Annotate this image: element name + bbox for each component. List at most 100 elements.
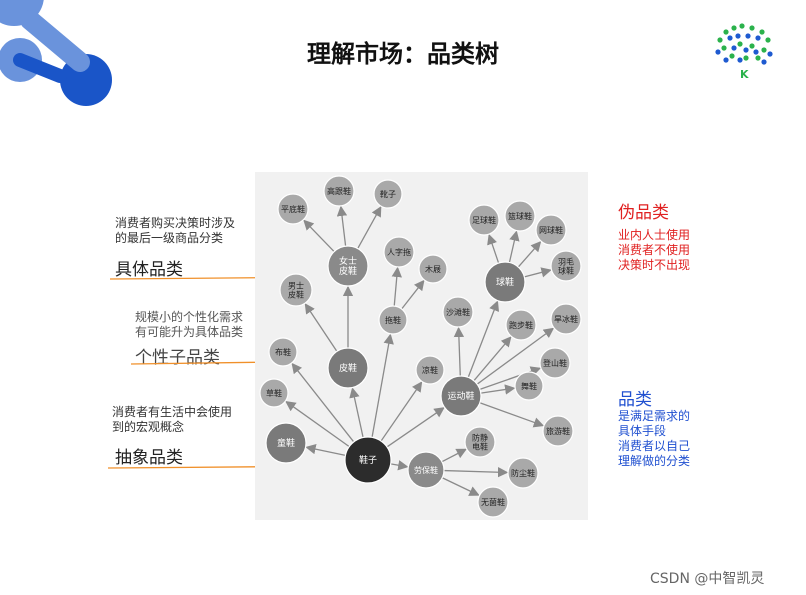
tree-node-ball: 球鞋 [484,261,526,303]
tree-node-label: 皮鞋 [288,289,304,299]
tree-node-label: 防静 [472,432,488,442]
tree-edge-leather-men [304,303,338,352]
tree-edge-root-straw [285,400,350,448]
tree-edge-root-labor [390,460,409,471]
desc-line: 的最后一级商品分类 [115,231,224,245]
tree-node-label: 拖鞋 [385,315,401,325]
specific-category-desc: 消费者购买决策时涉及 的最后一级商品分类 [115,216,235,246]
tree-node-labor: 劳保鞋 [407,451,445,489]
tree-node-clog: 木屐 [418,254,448,284]
tree-node-cloth: 布鞋 [268,337,298,367]
tree-node-label: 球鞋 [496,276,514,288]
abstract-category-desc: 消费者有生活中会使用 到的宏观概念 [112,405,232,435]
desc-line: 到的宏观概念 [112,420,185,434]
tree-node-label: 布鞋 [275,347,291,357]
desc-line: 消费者购买决策时涉及 [115,216,236,230]
tree-edge-root-slipper [371,333,394,438]
watermark: CSDN @中智凯灵 [650,571,765,587]
tree-node-label: 女士 [339,255,357,267]
tree-node-label: 旅游鞋 [546,426,570,436]
page-title: 理解市场：品类树 [307,40,499,68]
abstract-category-label: 抽象品类 [115,448,183,468]
category-desc-line: 具体手段 [618,424,667,438]
tree-node-beach: 沙滩鞋 [442,296,474,328]
category-desc-line: 是满足需求的 [618,409,691,423]
tree-node-leather: 皮鞋 [327,347,369,389]
tree-node-sterile: 无菌鞋 [477,486,509,518]
tree-edge-sport-beach [453,326,465,377]
tree-node-dustproof: 防尘鞋 [507,457,539,489]
desc-line: 规模小的个性化需求 [135,310,244,324]
tree-edge-women-heel [336,205,348,247]
tree-node-sport: 运动鞋 [440,375,482,417]
tree-node-root: 鞋子 [344,436,392,484]
tree-edge-slipper-herringbone [391,266,402,307]
fake-category-title: 伪品类 [618,203,669,223]
tree-node-label: 网球鞋 [539,225,563,235]
tree-node-label: 羽毛 [558,256,574,266]
category-desc-line: 消费者以自己 [618,439,691,453]
tree-node-skate: 旱冰鞋 [550,303,582,335]
tree-edge-sport-running [473,336,512,382]
tree-node-label: 足球鞋 [472,215,496,225]
tree-node-label: 防尘鞋 [511,468,535,478]
tree-node-travel: 旅游鞋 [542,415,574,447]
tree-node-dance: 舞鞋 [514,371,544,401]
tree-edge-sport-skate [476,327,555,385]
tree-node-football: 足球鞋 [468,204,500,236]
tree-node-label: 木屐 [425,264,441,274]
tree-edge-sport-dance [480,384,516,395]
brand-logo-left [0,0,112,106]
specific-category-label: 具体品类 [115,260,183,280]
tree-node-label: 篮球鞋 [508,211,532,221]
category-tree-diagram: 鞋子皮鞋运动鞋劳保鞋童鞋草鞋布鞋拖鞋凉鞋女士皮鞋男士皮鞋平底鞋高跟鞋靴子人字拖木… [255,172,588,520]
tree-node-kids: 童鞋 [265,422,307,464]
tree-edge-ball-football [487,233,500,264]
tree-node-label: 运动鞋 [447,390,474,402]
tree-edge-labor-sterile [441,477,480,496]
fake-desc-line: 消费者不使用 [618,243,691,257]
fake-desc-line: 业内人士使用 [618,228,691,242]
tree-edge-ball-basketball [508,230,520,263]
tree-node-label: 凉鞋 [422,365,438,375]
tree-node-label: 旱冰鞋 [554,314,578,324]
tree-node-label: 皮鞋 [339,265,357,277]
tree-edge-sport-ball [467,300,500,378]
tree-node-label: 劳保鞋 [414,465,438,475]
tree-node-label: 鞋子 [359,454,377,466]
tree-edge-women-boots [357,205,382,249]
tree-node-cool: 凉鞋 [415,355,445,385]
tree-node-label: 沙滩鞋 [446,307,470,317]
category-desc: 是满足需求的 具体手段 消费者以自己 理解做的分类 [618,409,690,469]
tree-edge-ball-tennis [517,241,542,268]
category-title: 品类 [618,390,652,410]
tree-node-flat: 平底鞋 [277,193,309,225]
tree-node-tennis: 网球鞋 [535,214,567,246]
brand-logo-right: K [715,23,773,81]
personal-category-desc: 规模小的个性化需求 有可能升为具体品类 [135,310,243,340]
tree-node-basketball: 篮球鞋 [504,200,536,232]
tree-node-label: 男士 [288,280,304,290]
logo-letter: K [740,68,749,81]
tree-node-climb: 登山鞋 [539,347,571,379]
desc-line: 有可能升为具体品类 [135,325,244,339]
category-desc-line: 理解做的分类 [618,454,691,468]
tree-edge-root-sport [386,407,445,448]
tree-edge-root-cool [380,381,423,442]
fake-desc-line: 决策时不出现 [618,258,691,272]
tree-edge-ball-badminton [524,267,552,278]
tree-edge-root-cloth [291,362,355,443]
tree-node-label: 无菌鞋 [481,497,505,507]
tree-edge-women-flat [303,219,335,253]
personal-category-label: 个性子品类 [135,348,220,368]
tree-node-label: 平底鞋 [281,204,305,214]
desc-line: 消费者有生活中会使用 [112,405,233,419]
tree-node-label: 靴子 [380,189,396,199]
tree-node-herringbone: 人字拖 [383,236,415,268]
tree-node-running: 跑步鞋 [505,309,537,341]
tree-node-label: 登山鞋 [543,358,567,368]
fake-category-desc: 业内人士使用 消费者不使用 决策时不出现 [618,228,690,273]
